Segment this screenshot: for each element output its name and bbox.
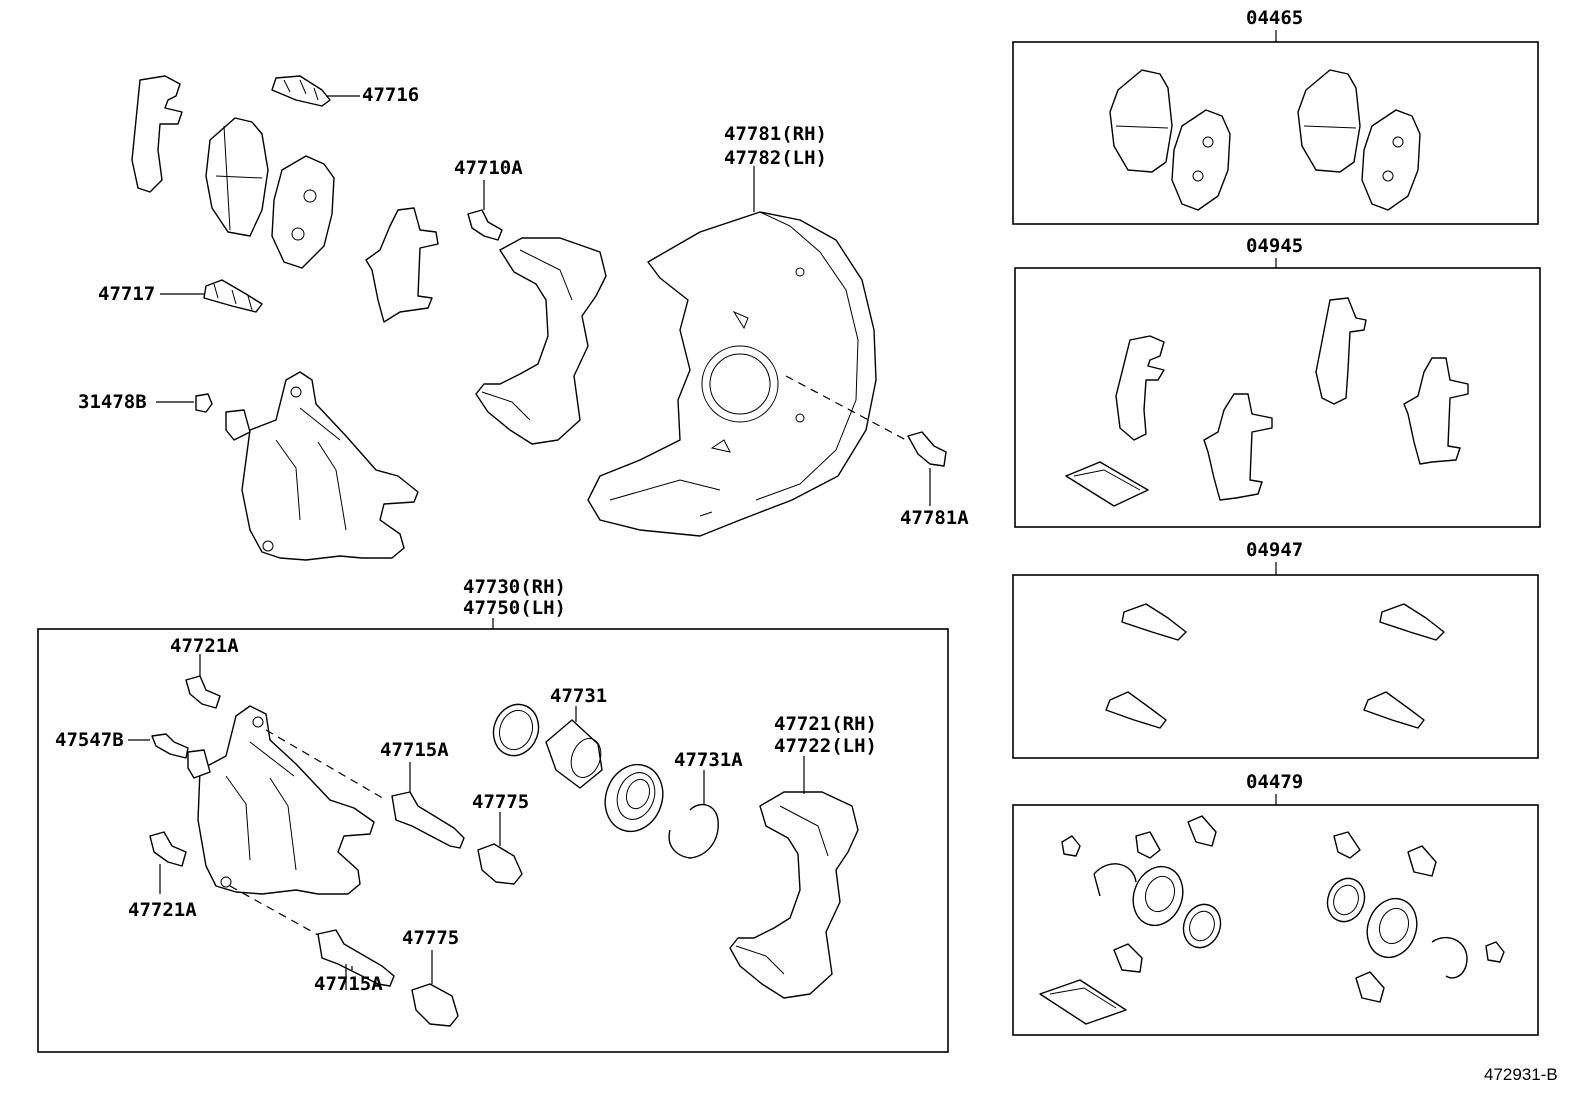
label-47722-lh: 47722(LH) <box>774 735 877 757</box>
label-47782-lh: 47782(LH) <box>724 147 827 169</box>
anti-squeal-clip-47717[interactable] <box>203 279 263 313</box>
piston-seal[interactable] <box>486 698 545 762</box>
label-31478B: 31478B <box>78 391 147 413</box>
bolt-47781A[interactable] <box>907 431 947 467</box>
label-47775-top: 47775 <box>472 791 529 813</box>
pad-shim-right[interactable] <box>365 207 439 323</box>
kit-04465-pads[interactable] <box>1109 69 1421 211</box>
set-ring-47731A[interactable] <box>668 803 719 859</box>
kit-04947-box <box>1012 574 1539 759</box>
bolt-47721A-bottom[interactable] <box>149 831 187 867</box>
label-47715A-top: 47715A <box>380 739 449 761</box>
label-47717: 47717 <box>98 283 155 305</box>
piston-47731[interactable] <box>545 719 606 789</box>
kit-04947-clips[interactable] <box>1105 603 1445 729</box>
pad-shim-left[interactable] <box>131 75 183 193</box>
kit-04947-number: 04947 <box>1246 539 1303 561</box>
label-47781-rh: 47781(RH) <box>724 123 827 145</box>
brake-pad-inner[interactable] <box>205 117 269 237</box>
label-47721A-bottom: 47721A <box>128 899 197 921</box>
caliper-mounting-bracket-lower[interactable] <box>729 791 859 999</box>
kit-04945-box <box>1014 267 1541 528</box>
kit-04945-shims[interactable] <box>1065 297 1469 507</box>
bleeder-cap-31478B[interactable] <box>195 393 213 413</box>
caliper-mounting-bracket-upper[interactable] <box>475 237 607 445</box>
guide-pin-47715A-bottom[interactable] <box>317 929 395 987</box>
label-47715A-bottom: 47715A <box>314 973 383 995</box>
anti-squeal-clip-47716[interactable] <box>271 75 331 107</box>
caliper-body-upper[interactable] <box>225 371 419 561</box>
kit-04479-box <box>1012 804 1539 1036</box>
bleeder-plug-47547B[interactable] <box>151 733 189 759</box>
label-47750-lh: 47750(LH) <box>463 597 566 619</box>
kit-04479-number: 04479 <box>1246 771 1303 793</box>
caliper-assembly-box <box>37 628 949 1053</box>
drawing-reference: 472931-B <box>1484 1065 1558 1084</box>
label-47716: 47716 <box>362 84 419 106</box>
kit-04465-box <box>1012 41 1539 225</box>
boot-47775-bottom[interactable] <box>411 983 459 1027</box>
label-47781A: 47781A <box>900 507 969 529</box>
brake-pad-outer[interactable] <box>271 155 335 269</box>
label-47710A: 47710A <box>454 157 523 179</box>
label-47721-rh: 47721(RH) <box>774 713 877 735</box>
label-47731A: 47731A <box>674 749 743 771</box>
label-47775-bottom: 47775 <box>402 927 459 949</box>
label-47731: 47731 <box>550 685 607 707</box>
kit-04945-number: 04945 <box>1246 235 1303 257</box>
label-47547B: 47547B <box>55 729 124 751</box>
boot-47775-top[interactable] <box>477 843 523 885</box>
label-47730-rh: 47730(RH) <box>463 576 566 598</box>
caliper-body-lower[interactable] <box>187 705 375 895</box>
kit-04465-number: 04465 <box>1246 7 1303 29</box>
kit-04479-parts[interactable] <box>1039 815 1505 1025</box>
bolt-47721A-top[interactable] <box>185 675 221 709</box>
label-47721A-top: 47721A <box>170 635 239 657</box>
guide-pin-47715A-top[interactable] <box>391 791 465 849</box>
cylinder-boot[interactable] <box>596 756 672 839</box>
bolt-47710A[interactable] <box>467 209 503 241</box>
disc-dust-cover[interactable] <box>587 211 877 537</box>
